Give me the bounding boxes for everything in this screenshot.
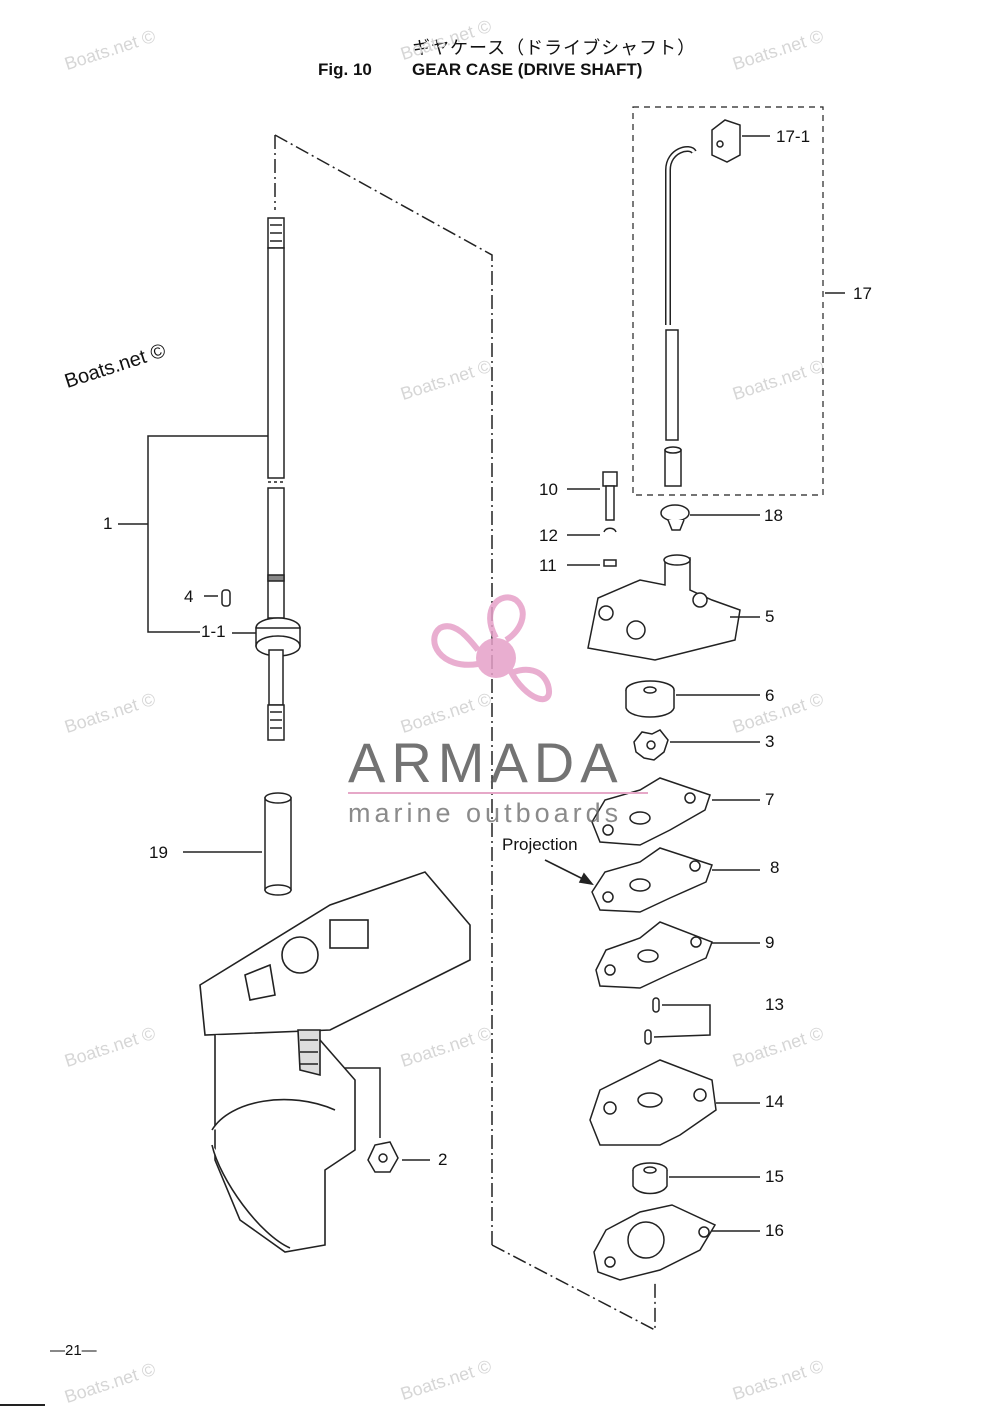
- gear-case-housing: [199, 871, 471, 1253]
- callout-1: 1: [103, 514, 113, 533]
- figure-title: GEAR CASE (DRIVE SHAFT): [412, 60, 643, 79]
- projection-arrow: [544, 859, 594, 886]
- pump-case-part-5: [587, 554, 741, 661]
- callout-15: 15: [765, 1167, 784, 1186]
- callout-16: 16: [765, 1221, 784, 1240]
- callout-4: 4: [184, 587, 194, 606]
- gasket-part-16: [593, 1204, 717, 1281]
- callout-1-1: 1-1: [201, 622, 226, 641]
- washer-part-11: [603, 559, 617, 567]
- armada-propeller-logo: [431, 594, 553, 703]
- callout-17: 17: [853, 284, 872, 303]
- title-japanese: ギヤケース（ドライブシャフト）: [412, 38, 697, 59]
- pin-part-4: [221, 589, 231, 607]
- grommet-part-17-1: [711, 119, 741, 163]
- callout-14: 14: [765, 1092, 784, 1111]
- callout-5: 5: [765, 607, 775, 626]
- callout-8: 8: [770, 858, 780, 877]
- callout-19: 19: [149, 843, 168, 862]
- armada-logo-text: ARMADA: [348, 731, 624, 794]
- logo-divider: [348, 792, 648, 794]
- projection-label: Projection: [502, 835, 578, 854]
- sleeve-part-19: [264, 792, 292, 896]
- oil-seal-part-15: [632, 1162, 668, 1195]
- callout-18: 18: [764, 506, 783, 525]
- o-ring-part-13: [644, 997, 660, 1045]
- water-tube-part-17: [664, 146, 697, 487]
- drive-shaft: [255, 217, 301, 741]
- callout-3: 3: [765, 732, 775, 751]
- page-number: —21—: [50, 1342, 97, 1359]
- plate-part-8: [591, 847, 713, 913]
- gasket-part-7: [591, 777, 711, 846]
- callout-10: 10: [539, 480, 558, 499]
- callout-11: 11: [539, 556, 557, 575]
- callout-12: 12: [539, 526, 558, 545]
- callout-13: 13: [765, 995, 784, 1014]
- nut-part-2: [367, 1141, 399, 1173]
- impeller-part-3: [633, 729, 669, 761]
- callout-7: 7: [765, 790, 775, 809]
- armada-logo-tagline: marine outboards: [348, 798, 623, 828]
- figure-label: Fig. 10: [318, 60, 372, 79]
- callout-9: 9: [765, 933, 775, 952]
- grommet-part-18: [660, 504, 690, 531]
- callout-6: 6: [765, 686, 775, 705]
- liner-part-6: [625, 680, 675, 718]
- pump-housing-part-14: [589, 1059, 717, 1146]
- callout-2: 2: [438, 1150, 448, 1169]
- bolt-head-part-10: [602, 471, 618, 487]
- washer-part-12: [603, 527, 617, 533]
- callout-17-1: 17-1: [776, 127, 811, 146]
